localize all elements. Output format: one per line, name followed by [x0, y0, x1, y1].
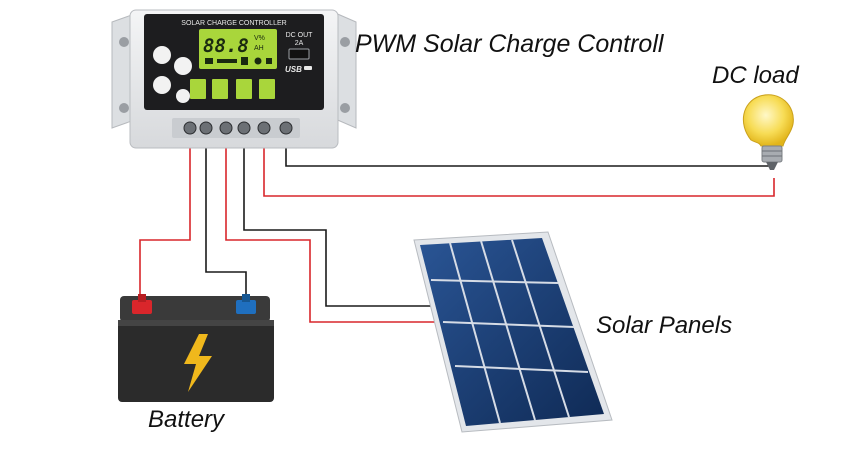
lcd-digits: 88.8	[203, 35, 249, 57]
lcd-unit-bottom: AH	[254, 45, 264, 52]
panel-surface	[420, 238, 604, 426]
panel-negative-wire	[243, 137, 440, 307]
load-positive-wire	[263, 137, 775, 197]
charge-controller: SOLAR CHARGE CONTROLLER 88.8 V% AH DC OU…	[111, 9, 357, 149]
panel-positive-wire	[225, 137, 470, 323]
dc-out-label: DC OUT	[286, 32, 314, 39]
controller-title-label: PWM Solar Charge Controll	[355, 30, 664, 58]
battery-top	[120, 296, 270, 322]
dc-load-label: DC load	[712, 62, 799, 89]
usb-port	[288, 48, 310, 60]
solar-panel	[413, 231, 613, 433]
terminals	[183, 121, 293, 135]
panel-cell-grid	[430, 239, 589, 424]
battery-label: Battery	[148, 406, 225, 433]
mode-button-2	[212, 79, 228, 99]
button-menu	[174, 57, 192, 75]
mode-button-4	[259, 79, 275, 99]
battery-negative-wire	[205, 137, 247, 302]
dc-out-value: 2A	[295, 40, 304, 47]
mode-button-1	[190, 79, 206, 99]
light-bulb-icon	[742, 94, 794, 170]
lcd-icon-row	[205, 57, 272, 65]
mode-button-3	[236, 79, 252, 99]
battery-negative-terminal	[236, 294, 256, 314]
usb-icon	[304, 66, 312, 70]
load-negative-wire	[285, 137, 770, 167]
bulb-glass	[742, 94, 794, 147]
button-up	[153, 46, 171, 64]
lightning-bolt-icon	[184, 334, 212, 392]
solar-panels-label: Solar Panels	[596, 312, 733, 339]
controller-buttons	[153, 46, 192, 103]
battery-positive-wire	[139, 137, 191, 302]
battery-positive-terminal	[132, 294, 152, 314]
controller-header: SOLAR CHARGE CONTROLLER	[181, 20, 286, 27]
battery	[118, 294, 274, 402]
button-down	[153, 76, 171, 94]
usb-label: USB	[285, 65, 302, 74]
mode-buttons	[190, 79, 275, 99]
lcd-unit-top: V%	[254, 35, 265, 42]
bulb-base	[761, 145, 783, 163]
button-set	[176, 89, 190, 103]
